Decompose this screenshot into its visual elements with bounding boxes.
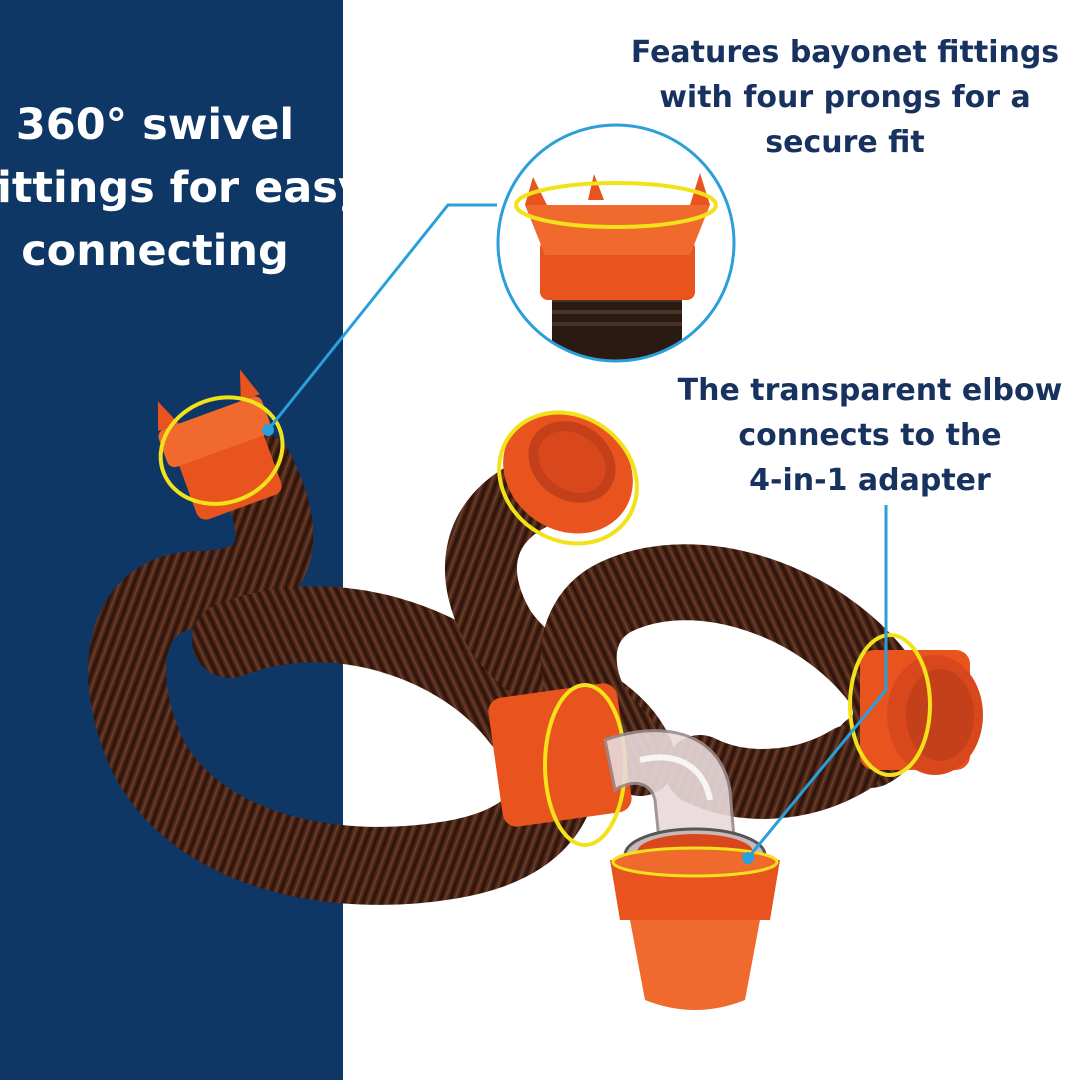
elbow-caption-line-1: The transparent elbow <box>677 373 1063 408</box>
swivel-caption-line-2: fittings for easy <box>0 163 366 213</box>
swivel-fitting-left <box>157 369 285 520</box>
bayonet-caption-line-1: Features bayonet fittings <box>630 35 1060 70</box>
bayonet-caption-line-3: secure fit <box>765 125 925 160</box>
bayonet-fitting-zoom <box>496 123 736 363</box>
swivel-caption: 360° swivel fittings for easy connecting <box>0 94 366 283</box>
hose-left-loop <box>88 431 599 905</box>
swivel-caption-line-1: 360° swivel <box>15 100 295 150</box>
callout-lines <box>262 203 888 864</box>
fitting-right <box>848 633 983 777</box>
bayonet-caption-line-2: with four prongs for a <box>659 80 1031 115</box>
swivel-fitting-top <box>497 410 639 546</box>
bayonet-caption: Features bayonet fittings with four pron… <box>610 30 1080 165</box>
adapter-4-in-1 <box>610 846 780 1010</box>
elbow-caption-line-3: 4-in-1 adapter <box>749 463 991 498</box>
elbow-caption-line-2: connects to the <box>738 418 1002 453</box>
swivel-caption-line-3: connecting <box>21 226 289 276</box>
elbow-caption: The transparent elbow connects to the 4-… <box>660 368 1080 503</box>
